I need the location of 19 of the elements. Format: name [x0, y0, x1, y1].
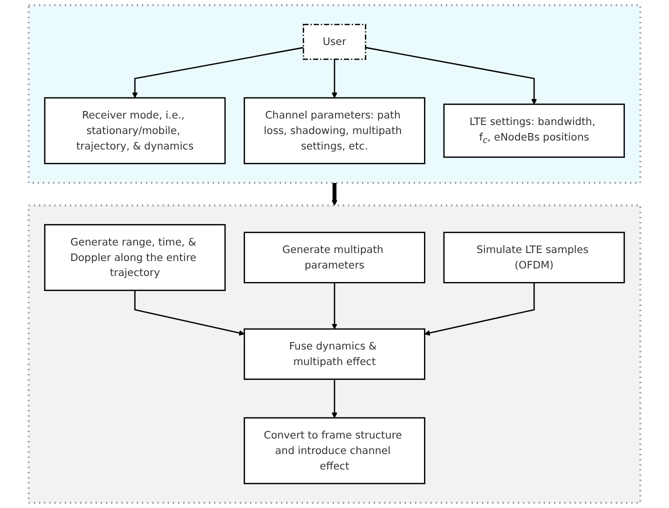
- arrow: [332, 379, 338, 418]
- node-box: Simulate LTE samples (OFDM): [443, 232, 625, 284]
- arrow: [332, 282, 338, 330]
- node-box: Receiver mode, i.e., stationary/mobile, trajectory, & dynamics: [44, 97, 226, 164]
- node-box: User: [302, 24, 366, 60]
- node-box: Channel parameters: path loss, shadowing, multipath settings, etc.: [244, 97, 426, 164]
- node-box: Convert to frame structure and introduce channel effect: [244, 417, 426, 484]
- node-box: Fuse dynamics & multipath effect: [244, 328, 426, 380]
- arrow: [365, 46, 537, 104]
- arrow: [132, 46, 304, 98]
- cluster: [28, 4, 642, 184]
- node-box: Generate range, time, & Doppler along the entire trajectory: [44, 224, 226, 292]
- arrow: [134, 290, 245, 336]
- cluster: [28, 204, 642, 504]
- arrow: [332, 59, 338, 98]
- node-box: Generate multipath parameters: [244, 232, 426, 284]
- arrow: [332, 182, 338, 206]
- arrow: [424, 282, 535, 336]
- node-box: LTE settings: bandwidth, f$_{c}$, eNodeBs positions: [443, 104, 625, 158]
